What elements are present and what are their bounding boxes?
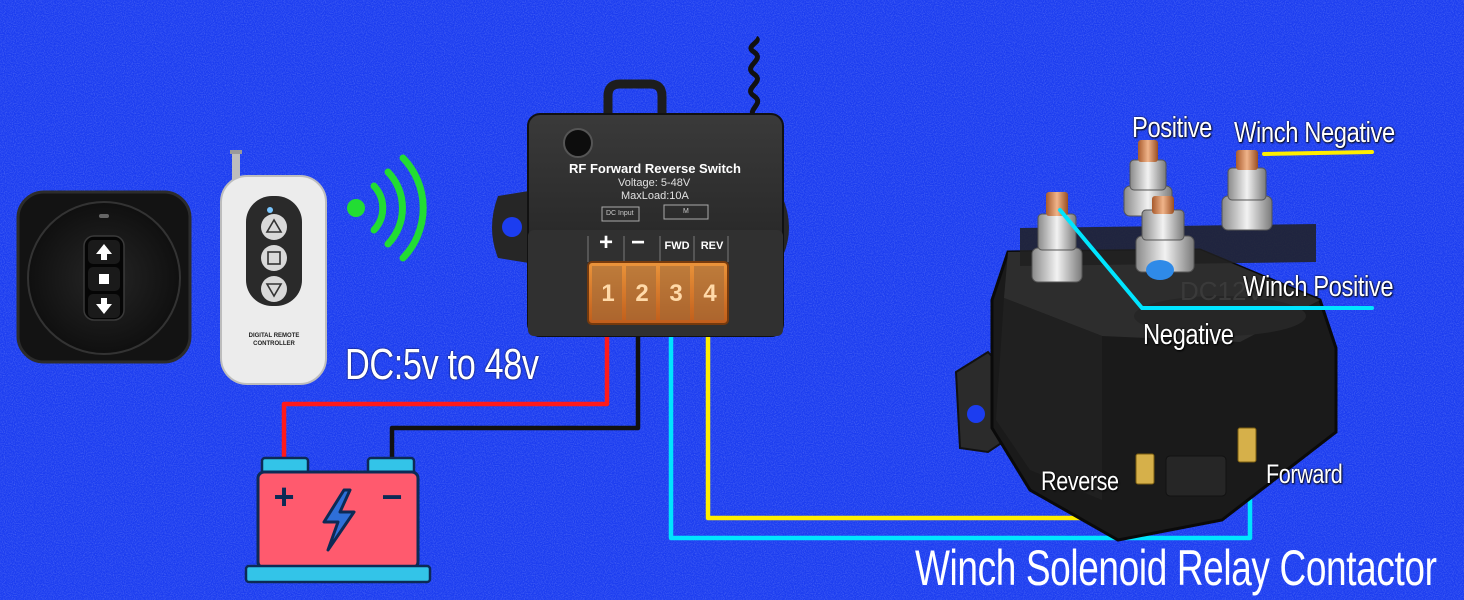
- spade-terminal-forward: [1237, 427, 1257, 463]
- down-triangle-icon: [265, 283, 283, 298]
- dc-input-label: DC Input: [606, 210, 634, 217]
- supply-voltage-note: DC:5v to 48v: [345, 340, 539, 389]
- stop-square-icon: [99, 274, 109, 284]
- rf-signal-icon: [347, 154, 427, 262]
- rf-switch-module: [492, 35, 789, 337]
- terminal-number-4: 4: [703, 280, 717, 307]
- wall-switch-pad: [16, 190, 192, 364]
- label-positive: Positive: [1132, 112, 1212, 144]
- spade-terminal-reverse: [1135, 453, 1155, 485]
- winch-negative-pointer: [1262, 150, 1374, 156]
- terminal-block: [587, 261, 729, 325]
- terminal-rev-label: REV: [700, 240, 724, 252]
- remote-down-button[interactable]: [261, 276, 287, 302]
- remote-label-line1: DIGITAL REMOTE: [248, 333, 300, 339]
- battery-plus-symbol: +: [273, 476, 295, 517]
- learn-button[interactable]: [563, 128, 593, 158]
- motor-label: M: [683, 208, 689, 215]
- winch-solenoid: [954, 140, 1338, 542]
- module-antenna: [748, 35, 761, 121]
- terminal-number-2: 2: [635, 280, 649, 307]
- up-triangle-icon: [265, 218, 283, 233]
- terminal-minus-label: −: [630, 229, 645, 256]
- down-arrow-icon: [96, 298, 112, 314]
- label-winch-negative: Winch Negative: [1234, 117, 1395, 149]
- remote-label-line2: CONTROLLER: [253, 341, 295, 347]
- label-reverse: Reverse: [1041, 466, 1119, 496]
- lightning-bolt-icon: [322, 488, 356, 552]
- terminal-post-winch-negative: [1221, 150, 1273, 231]
- label-negative: Negative: [1143, 319, 1234, 351]
- up-arrow-icon: [96, 244, 112, 260]
- terminal-number-3: 3: [669, 280, 683, 307]
- battery: [244, 456, 432, 584]
- terminal-number-1: 1: [601, 280, 615, 307]
- remote-stop-button[interactable]: [261, 245, 287, 271]
- diagram-caption: Winch Solenoid Relay Contactor: [915, 540, 1437, 596]
- solenoid-case-marking: DC12V: [1180, 276, 1264, 306]
- remote-control: [220, 150, 327, 385]
- wire-negative-black: [389, 327, 641, 465]
- module-voltage: Voltage: 5-48V: [618, 177, 691, 189]
- square-icon: [267, 251, 281, 265]
- label-forward: Forward: [1266, 459, 1343, 489]
- battery-minus-symbol: −: [381, 476, 403, 517]
- terminal-post-battery-positive: [1031, 192, 1083, 283]
- terminal-plus-label: +: [598, 229, 613, 256]
- remote-up-button[interactable]: [261, 214, 287, 240]
- winch-positive-pointer: [1058, 208, 1374, 310]
- module-title: RF Forward Reverse Switch: [569, 161, 741, 176]
- wire-positive-red: [281, 327, 610, 465]
- label-winch-positive: Winch Positive: [1243, 271, 1394, 303]
- terminal-fwd-label: FWD: [664, 240, 690, 252]
- remote-antenna: [232, 152, 240, 182]
- module-max-load: MaxLoad:10A: [621, 190, 689, 202]
